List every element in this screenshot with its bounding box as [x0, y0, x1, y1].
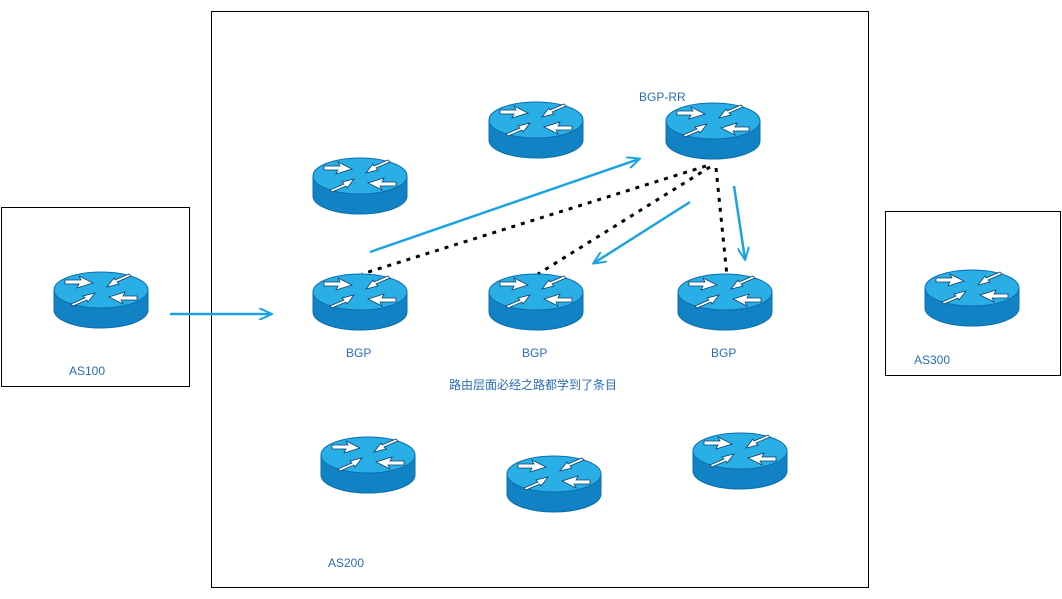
rr-label: BGP-RR: [639, 90, 686, 104]
router-icon-bgp-mid: [488, 273, 584, 331]
as200-box: [211, 11, 869, 588]
router-icon-as100: [53, 271, 149, 329]
ibgp-rr-to-right: [714, 167, 729, 277]
as300-box: [885, 211, 1061, 376]
arrow-rr-to-right: [732, 185, 745, 259]
router-icon-top-mid: [488, 101, 584, 159]
as100-label: AS100: [69, 364, 105, 378]
router-icon-bottom-left: [320, 436, 416, 494]
bgp-left-label: BGP: [346, 346, 371, 360]
ibgp-sessions: [361, 164, 729, 277]
router-icon-top-left: [312, 157, 408, 215]
as100-box: [1, 207, 190, 387]
bgp-right-label: BGP: [711, 346, 736, 360]
ibgp-rr-to-mid: [537, 165, 711, 276]
router-icon-rr: [665, 102, 761, 160]
ibgp-rr-to-left: [361, 164, 707, 276]
arrow-rr-to-mid: [594, 200, 691, 263]
router-icon-bottom-mid: [506, 455, 602, 513]
route-propagation-arrows: [170, 159, 745, 314]
router-icon-bottom-right: [692, 432, 788, 490]
router-icon-bgp-left: [312, 273, 408, 331]
arrow-left-to-rr: [369, 159, 639, 254]
as200-label: AS200: [328, 556, 364, 570]
router-icon-as300: [924, 269, 1020, 327]
router-icon-bgp-right: [677, 273, 773, 331]
bgp-mid-label: BGP: [522, 346, 547, 360]
as300-label: AS300: [914, 353, 950, 367]
route-note: 路由层面必经之路都学到了条目: [449, 377, 617, 392]
